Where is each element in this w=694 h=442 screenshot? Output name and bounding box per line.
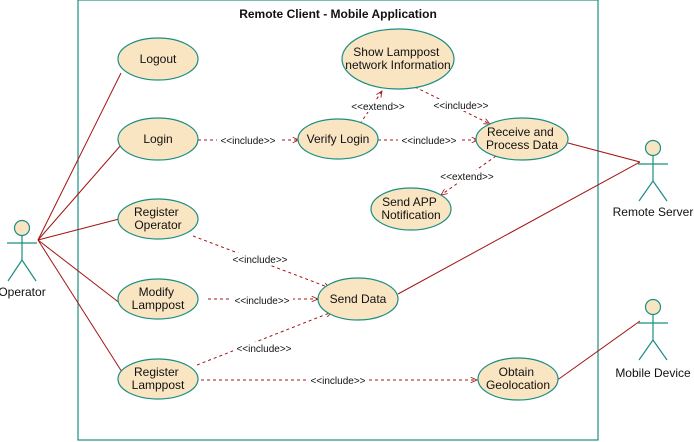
label-include-modify: <<include>>: [234, 296, 289, 307]
use-case-label: Process Data: [486, 138, 558, 152]
use-case-label: Lamppost: [132, 298, 185, 312]
assoc-operator-modify-lamppost: [37, 239, 122, 305]
label-include-show-receive: <<include>>: [433, 101, 488, 112]
label-extend-verify-show: <<extend>>: [351, 102, 405, 113]
use-case-label: Show Lamppost: [353, 45, 440, 59]
operator-associations: [37, 72, 123, 373]
actor-mobile-device[interactable]: Mobile Device: [615, 298, 691, 381]
use-case-receive-process-data[interactable]: Receive and Process Data: [475, 117, 569, 161]
use-case-register-lamppost[interactable]: Register Lamppost: [117, 358, 199, 400]
dep-register-lamppost-senddata: [196, 312, 332, 366]
use-case-label: Lamppost: [132, 378, 185, 392]
actor-operator[interactable]: Operator: [0, 219, 46, 300]
svg-text:Obtain Geolocation: Obtain Geolocation: [486, 365, 550, 392]
use-case-send-app-notification[interactable]: Send APP Notification: [370, 187, 452, 231]
svg-text:Register Lamppost: Register Lamppost: [132, 365, 185, 392]
svg-text:Register Operator: Register Operator: [134, 205, 182, 232]
label-include-geolocation: <<include>>: [310, 376, 365, 387]
svg-text:Verify Login: Verify Login: [307, 132, 370, 146]
label-include-verify-receive: <<include>>: [401, 136, 456, 147]
stick-figure-icon: [638, 298, 668, 361]
use-case-label: Login: [143, 132, 172, 146]
actor-label: Operator: [0, 285, 46, 299]
use-case-label: Geolocation: [486, 378, 550, 392]
svg-text:Send Data: Send Data: [330, 292, 387, 306]
assoc-mobile-device-geolocation: [555, 320, 641, 382]
assoc-remote-server-send-data: [397, 161, 641, 295]
dep-receive-sendapp: [441, 155, 497, 195]
svg-text:Modify Lamppost: Modify Lamppost: [132, 285, 185, 312]
svg-text:Show Lamppost network In: Show Lamppost network Information: [345, 45, 450, 72]
use-case-label: Logout: [140, 52, 177, 66]
use-case-label: Notification: [381, 208, 440, 222]
use-case-verify-login[interactable]: Verify Login: [297, 118, 379, 160]
use-case-label: network Information: [345, 58, 450, 72]
use-case-obtain-geolocation[interactable]: Obtain Geolocation: [477, 357, 559, 401]
label-include-register-operator: <<include>>: [232, 255, 287, 266]
dep-show-receive: [414, 86, 490, 124]
system-title: Remote Client - Mobile Application: [239, 7, 437, 21]
svg-text:Receive and Process Data: Receive and Process Data: [486, 125, 558, 152]
stick-figure-icon: [638, 139, 668, 202]
assoc-remote-server-receive: [567, 142, 641, 163]
actor-remote-server[interactable]: Remote Server: [613, 139, 694, 220]
use-case-logout[interactable]: Logout: [117, 37, 199, 81]
assoc-operator-register-lamppost: [37, 239, 123, 373]
use-case-label: Obtain: [499, 365, 534, 379]
stick-figure-icon: [7, 219, 37, 282]
svg-text:Logout: Logout: [140, 52, 177, 66]
use-case-label: Register: [134, 365, 179, 379]
label-include-register-lamppost: <<include>>: [236, 344, 291, 355]
assoc-operator-login: [37, 144, 122, 241]
use-case-label: Operator: [134, 218, 181, 232]
use-case-label: Send APP: [382, 195, 437, 209]
use-case-register-operator[interactable]: Register Operator: [117, 198, 199, 240]
use-case-label: Register: [134, 205, 179, 219]
use-case-login[interactable]: Login: [117, 117, 199, 161]
use-case-send-data[interactable]: Send Data: [317, 277, 399, 321]
label-extend-receive-sendapp: <<extend>>: [440, 172, 494, 183]
use-case-modify-lamppost[interactable]: Modify Lamppost: [117, 278, 199, 320]
svg-text:Send APP Notification: Send APP Notification: [381, 195, 440, 222]
use-case-show-lamppost[interactable]: Show Lamppost network Information: [341, 28, 455, 90]
label-include-login-verify: <<include>>: [220, 136, 275, 147]
svg-text:Login: Login: [143, 132, 172, 146]
use-case-label: Receive and: [487, 125, 554, 139]
stereotype-labels: <<include>> <<include>> <<extend>> <<inc…: [217, 99, 498, 387]
use-case-label: Verify Login: [307, 132, 370, 146]
use-case-label: Modify: [139, 285, 174, 299]
actor-label: Remote Server: [613, 205, 694, 219]
actor-label: Mobile Device: [615, 366, 691, 380]
use-case-label: Send Data: [330, 292, 387, 306]
assoc-operator-logout: [37, 72, 122, 241]
assoc-operator-register-operator: [37, 218, 120, 241]
